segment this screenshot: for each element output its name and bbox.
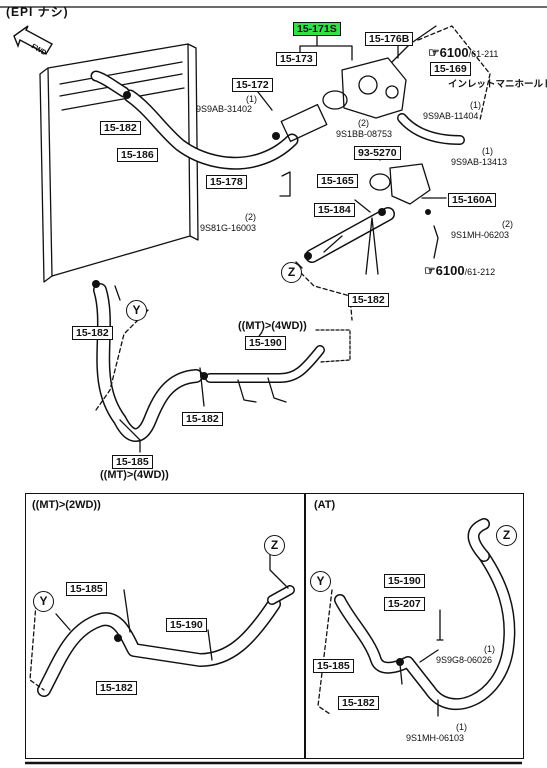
part-qty: (1) — [246, 94, 257, 104]
label-15-182[interactable]: 15-182 — [72, 326, 113, 340]
part-qty: (2) — [245, 212, 256, 222]
label-15-185[interactable]: 15-185 — [313, 659, 354, 673]
part-qty: (1) — [482, 146, 493, 156]
inlet-manifold-note: インレットマニホールド — [448, 79, 547, 90]
label-15-165[interactable]: 15-165 — [317, 174, 358, 188]
part-qty: (1) — [484, 644, 495, 654]
part-number: 9S9AB-31402 — [196, 104, 253, 114]
label-15-190[interactable]: 15-190 — [384, 574, 425, 588]
connector-z: Z — [496, 525, 517, 546]
pointing-hand-icon: ☞ — [424, 263, 436, 278]
panel-mt-2wd — [25, 493, 306, 759]
part-number: 9S9AB-11404 — [423, 111, 479, 121]
part-qty: (1) — [456, 722, 467, 732]
label-15-190[interactable]: 15-190 — [245, 336, 286, 350]
label-15-178[interactable]: 15-178 — [206, 175, 247, 189]
label-15-182[interactable]: 15-182 — [100, 121, 141, 135]
label-15-173[interactable]: 15-173 — [276, 52, 317, 66]
connector-y: Y — [126, 300, 147, 321]
label-15-185[interactable]: 15-185 — [112, 455, 153, 469]
label-15-186[interactable]: 15-186 — [117, 148, 158, 162]
label-15-182[interactable]: 15-182 — [338, 696, 379, 710]
panel-title: (AT) — [314, 499, 336, 511]
label-93-5270[interactable]: 93-5270 — [354, 146, 401, 160]
part-qty: (1) — [470, 100, 481, 110]
connector-z: Z — [281, 262, 302, 283]
part-number: 9S9G8-06026 — [436, 655, 493, 665]
radiator — [39, 43, 199, 283]
label-15-190[interactable]: 15-190 — [166, 618, 207, 632]
part-number: 9S81G-16003 — [200, 223, 257, 233]
connector-y: Y — [310, 571, 331, 592]
label-15-182[interactable]: 15-182 — [348, 293, 389, 307]
part-number: 9S1MH-06203 — [451, 230, 510, 240]
connector-z: Z — [264, 535, 285, 556]
part-number: 9S9AB-13413 — [451, 157, 508, 167]
label-15-184[interactable]: 15-184 — [314, 203, 355, 217]
label-15-171S[interactable]: 15-171S — [293, 22, 341, 36]
label-15-182[interactable]: 15-182 — [96, 681, 137, 695]
label-15-182[interactable]: 15-182 — [182, 412, 223, 426]
panel-at — [304, 493, 524, 759]
part-number: 9S1MH-06103 — [406, 733, 465, 743]
part-qty: (2) — [358, 118, 369, 128]
thermostat-housing — [280, 43, 411, 143]
label-15-172[interactable]: 15-172 — [232, 78, 273, 92]
hose-clamps — [92, 91, 431, 666]
variant-note: ((MT)>(4WD)) — [238, 320, 307, 332]
connector-y: Y — [33, 591, 54, 612]
part-qty: (2) — [502, 219, 513, 229]
part-number: 9S1BB-08753 — [336, 129, 393, 139]
reference-61-212[interactable]: ☞6100/61-212 — [424, 263, 496, 278]
label-15-207[interactable]: 15-207 — [384, 597, 425, 611]
fwd-arrow: FWD — [13, 25, 53, 57]
page-title: (EPI ナシ) — [6, 5, 69, 19]
pointing-hand-icon: ☞ — [428, 45, 440, 60]
label-15-169[interactable]: 15-169 — [430, 62, 471, 76]
reference-61-211[interactable]: ☞6100/61-211 — [428, 45, 499, 60]
label-15-160A[interactable]: 15-160A — [448, 193, 497, 207]
panel-title: ((MT)>(2WD)) — [32, 499, 101, 511]
variant-note: ((MT)>(4WD)) — [100, 469, 169, 481]
label-15-176B[interactable]: 15-176B — [365, 32, 414, 46]
label-15-185[interactable]: 15-185 — [66, 582, 107, 596]
